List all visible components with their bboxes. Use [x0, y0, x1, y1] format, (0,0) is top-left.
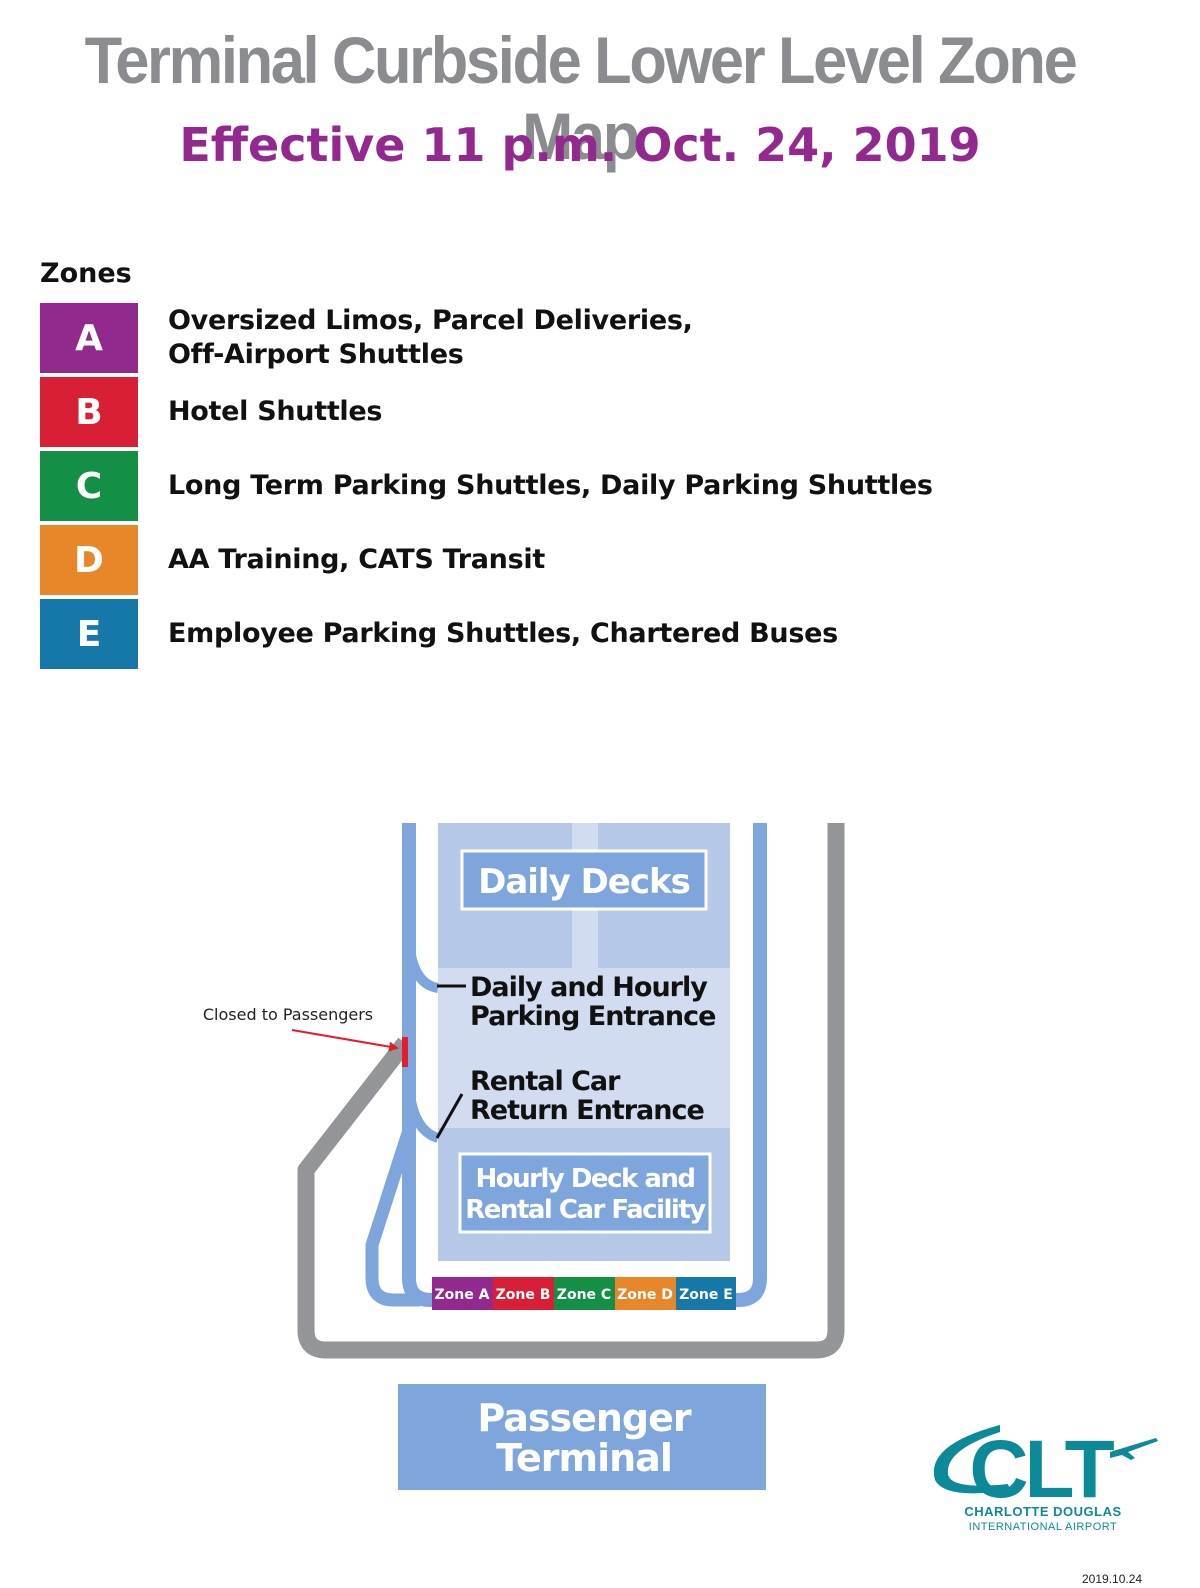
zone-description-d: AA Training, CATS Transit — [168, 544, 545, 575]
airplane-icon — [1110, 1438, 1158, 1460]
zone-legend-row-d: D AA Training, CATS Transit — [40, 525, 1040, 595]
zone-strip-label-b: Zone B — [496, 1287, 551, 1303]
zone-legend-row-c: C Long Term Parking Shuttles, Daily Park… — [40, 451, 1040, 521]
ramp-inner-diagonal — [365, 1128, 420, 1307]
closed-label: Closed to Passengers — [203, 1005, 373, 1024]
zone-description-e: Employee Parking Shuttles, Chartered Bus… — [168, 618, 838, 649]
zone-badge-b: B — [40, 377, 138, 447]
logo-line1: CHARLOTTE DOUGLAS — [964, 1504, 1121, 1519]
zone-strip-c — [554, 1277, 615, 1310]
outer-gray-road — [297, 823, 845, 1359]
hourly-deck-label-box — [458, 1152, 712, 1234]
logo-wordmark: CLT — [969, 1424, 1114, 1515]
zone-strip: Zone A Zone B Zone C Zone D Zone E — [432, 1277, 736, 1310]
ramp-daily-entrance — [404, 939, 440, 993]
zone-legend-row-a: A Oversized Limos, Parcel Deliveries, Of… — [40, 303, 1040, 373]
rental-entrance-label-line1: Rental Car — [470, 1066, 621, 1097]
zone-strip-label-d: Zone D — [617, 1287, 673, 1303]
zone-legend-row-b: B Hotel Shuttles — [40, 377, 1040, 447]
zone-strip-b — [493, 1277, 554, 1310]
clt-logo: CLT CHARLOTTE DOUGLAS INTERNATIONAL AIRP… — [933, 1424, 1158, 1533]
zone-strip-e — [676, 1277, 736, 1310]
ramp-rental-entrance — [404, 1084, 440, 1143]
passenger-terminal-box — [398, 1384, 766, 1490]
hourly-deck-label-line2: Rental Car Facility — [465, 1195, 706, 1225]
zone-description-b: Hotel Shuttles — [168, 396, 383, 427]
zone-strip-a — [432, 1277, 493, 1310]
daily-entrance-label-line2: Parking Entrance — [470, 1001, 715, 1032]
passenger-terminal-label-line1: Passenger — [477, 1396, 692, 1440]
closed-arrow — [291, 1029, 399, 1052]
logo-swoosh-icon — [933, 1425, 1010, 1494]
logo-line2: INTERNATIONAL AIRPORT — [969, 1521, 1117, 1533]
passenger-terminal-label-line2: Terminal — [496, 1436, 672, 1480]
zone-strip-label-e: Zone E — [679, 1287, 733, 1303]
daily-entrance-label-line1: Daily and Hourly — [470, 972, 708, 1003]
zone-badge-a: A — [40, 303, 138, 373]
zone-legend-row-e: E Employee Parking Shuttles, Chartered B… — [40, 599, 1040, 669]
zone-description-c: Long Term Parking Shuttles, Daily Parkin… — [168, 470, 933, 501]
zone-strip-label-c: Zone C — [557, 1287, 611, 1303]
page-subtitle: Effective 11 p.m. Oct. 24, 2019 — [179, 118, 981, 172]
date-stamp: 2019.10.24 — [1082, 1572, 1143, 1586]
rental-entrance-label-line2: Return Entrance — [470, 1095, 704, 1126]
zone-strip-label-a: Zone A — [435, 1287, 490, 1303]
zone-strip-d — [615, 1277, 676, 1310]
rental-entrance-leader — [435, 1093, 464, 1139]
hourly-deck-label-line1: Hourly Deck and — [475, 1164, 694, 1194]
zone-badge-d: D — [40, 525, 138, 595]
zones-heading: Zones — [40, 258, 132, 289]
daily-decks-label-box — [460, 849, 708, 911]
zone-badge-c: C — [40, 451, 138, 521]
zone-badge-e: E — [40, 599, 138, 669]
daily-decks-label: Daily Decks — [478, 862, 690, 902]
page-title: Terminal Curbside Lower Level Zone Map — [84, 23, 1078, 173]
zone-description-a: Oversized Limos, Parcel Deliveries, Off-… — [168, 305, 693, 370]
